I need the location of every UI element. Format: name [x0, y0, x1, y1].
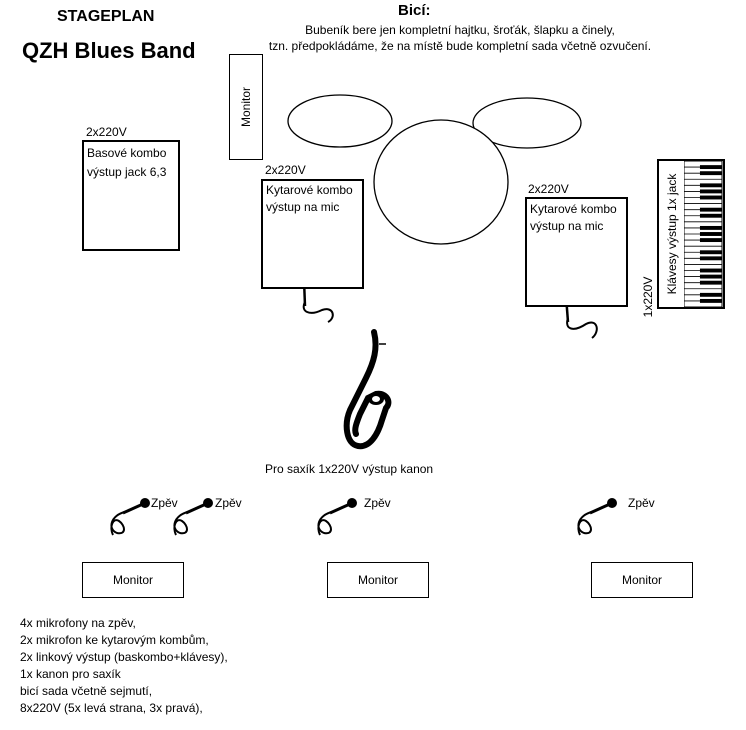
guitar-right-combo-text: Kytarové kombo výstup na mic: [530, 201, 617, 235]
bass-power-label: 2x220V: [86, 125, 127, 139]
sax-label: Pro saxík 1x220V výstup kanon: [265, 462, 434, 476]
front-monitor-right: Monitor: [591, 562, 693, 598]
guitar-right-combo-line-1: Kytarové kombo: [530, 202, 617, 216]
guitar-right-power-label: 2x220V: [528, 182, 569, 196]
vocal-mic-icon-1: [110, 498, 150, 536]
bass-combo-line-1: Basové kombo: [87, 146, 167, 160]
vocal-label-1: Zpěv: [151, 496, 178, 510]
requirement-item: 1x kanon pro saxík: [20, 667, 121, 681]
requirement-item: 2x linkový výstup (baskombo+klávesy),: [20, 650, 228, 664]
drums-note-line-2: tzn. předpokládáme, že na místě bude kom…: [268, 39, 652, 53]
keyboard-power-holder: 1x220V: [639, 272, 657, 322]
requirements-list: 4x mikrofony na zpěv, 2x mikrofon ke kyt…: [20, 615, 228, 717]
keyboard-power-label: 1x220V: [641, 276, 655, 318]
vocal-mic-icon-2: [173, 498, 213, 536]
keyboard-keys-icon: [683, 160, 723, 308]
guitar-left-combo-line-2: výstup na mic: [266, 200, 340, 214]
guitar-left-power-label: 2x220V: [265, 163, 306, 177]
vocal-label-4: Zpěv: [628, 496, 655, 510]
saxophone-icon: [343, 329, 392, 450]
cymbal-left: [287, 94, 393, 148]
vocal-mic-icon-4: [577, 498, 617, 536]
guitar-left-combo-line-1: Kytarové kombo: [266, 183, 353, 197]
keyboard-label-area: Klávesy výstup 1x jack: [660, 161, 684, 307]
keyboard-label: Klávesy výstup 1x jack: [665, 173, 679, 295]
stageplan-heading: STAGEPLAN: [57, 8, 155, 25]
drums-note: Bubeník bere jen kompletní hajtku, šroťá…: [260, 22, 660, 54]
guitar-right-combo-line-2: výstup na mic: [530, 219, 604, 233]
drums-note-line-1: Bubeník bere jen kompletní hajtku, šroťá…: [305, 23, 615, 37]
guitar-left-combo: Kytarové kombo výstup na mic: [261, 179, 364, 289]
bass-drum: [373, 119, 509, 245]
drum-kit: [287, 94, 582, 245]
guitar-right-combo: Kytarové kombo výstup na mic: [525, 197, 628, 307]
vocal-mic-icon-3: [317, 498, 357, 536]
drums-title: Bicí:: [398, 2, 431, 19]
requirement-item: 4x mikrofony na zpěv,: [20, 616, 136, 630]
keyboard: Klávesy výstup 1x jack: [657, 159, 725, 309]
requirement-item: 2x mikrofon ke kytarovým kombům,: [20, 633, 209, 647]
bass-combo: Basové kombo výstup jack 6,3: [82, 140, 180, 251]
drum-monitor: Monitor: [229, 54, 263, 160]
band-name-title: QZH Blues Band: [22, 38, 196, 63]
front-monitor-center: Monitor: [327, 562, 429, 598]
drum-monitor-label: Monitor: [239, 86, 253, 128]
guitar-left-combo-text: Kytarové kombo výstup na mic: [266, 182, 353, 216]
requirement-item: bicí sada včetně sejmutí,: [20, 684, 153, 698]
vocal-label-2: Zpěv: [215, 496, 242, 510]
bass-combo-text: Basové kombo výstup jack 6,3: [87, 144, 166, 182]
front-monitor-left: Monitor: [82, 562, 184, 598]
bass-combo-line-2: výstup jack 6,3: [87, 165, 167, 179]
cymbal-right: [472, 97, 582, 149]
vocal-label-3: Zpěv: [364, 496, 391, 510]
requirement-item: 8x220V (5x levá strana, 3x pravá),: [20, 701, 203, 715]
